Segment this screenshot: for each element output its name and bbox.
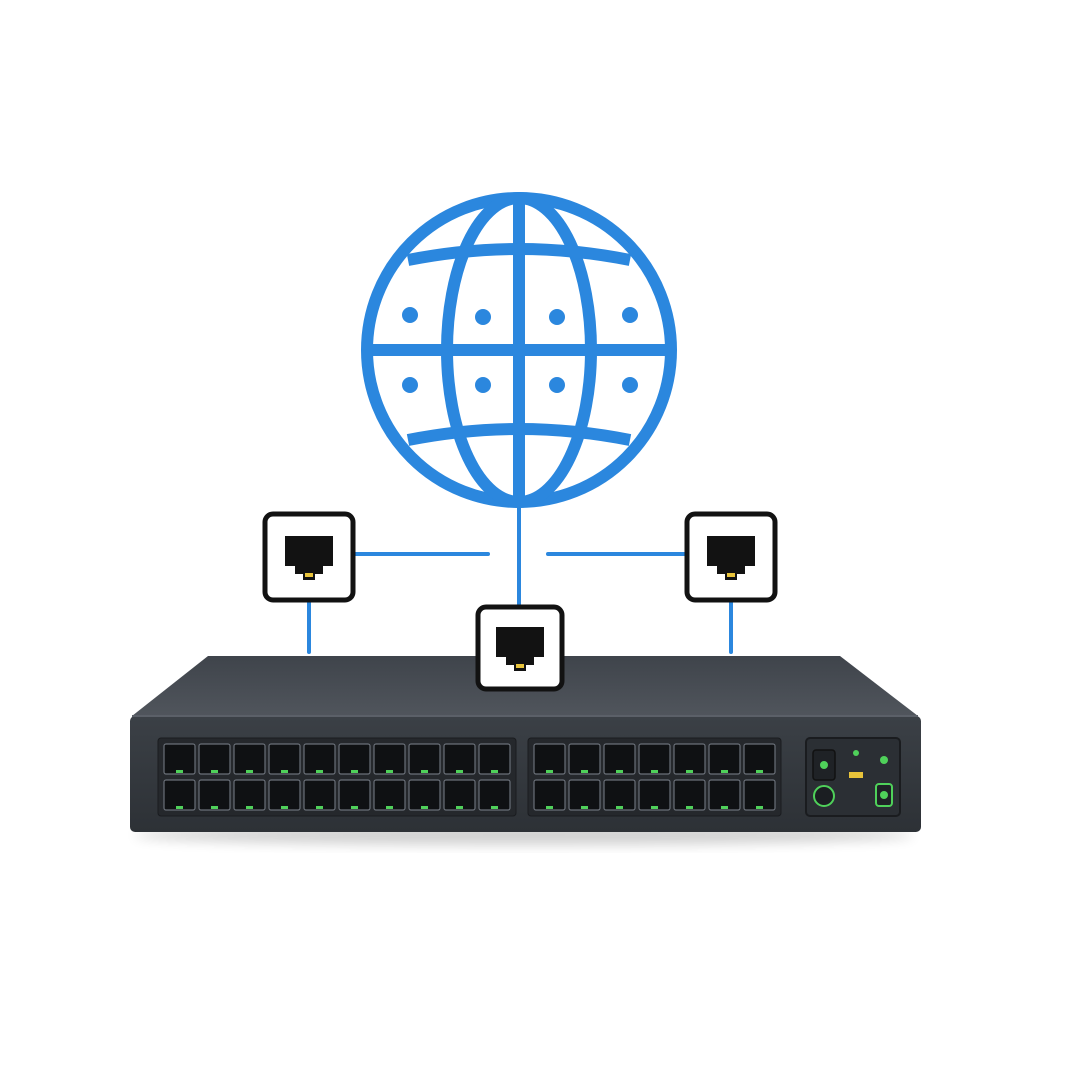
switch-port: [163, 743, 196, 775]
port-link-led: [651, 806, 658, 809]
switch-port: [373, 779, 406, 811]
switch-port: [163, 779, 196, 811]
switch-port: [638, 743, 671, 775]
switch-port: [338, 779, 371, 811]
ethernet-port-icon: [496, 627, 544, 671]
port-link-led: [351, 806, 358, 809]
switch-port: [303, 743, 336, 775]
switch-control-panel: [805, 737, 901, 817]
switch-port: [533, 779, 566, 811]
port-link-led: [316, 806, 323, 809]
switch-port: [743, 743, 776, 775]
switch-port: [268, 779, 301, 811]
ethernet-port-icon: [707, 536, 755, 580]
port-link-led: [686, 806, 693, 809]
switch-port: [568, 779, 601, 811]
port-tile-center: [475, 604, 565, 692]
port-link-led: [721, 806, 728, 809]
power-button: [813, 785, 835, 807]
switch-port: [568, 743, 601, 775]
port-bank-left: [157, 737, 517, 817]
port-link-led: [176, 770, 183, 773]
port-link-led: [581, 770, 588, 773]
port-link-led: [246, 806, 253, 809]
switch-port: [478, 743, 511, 775]
port-link-led: [386, 806, 393, 809]
globe-dots: [402, 307, 638, 393]
port-tile-left: [262, 511, 356, 603]
switch-port: [233, 743, 266, 775]
switch-port: [743, 779, 776, 811]
port-link-led: [421, 770, 428, 773]
port-link-led: [421, 806, 428, 809]
switch-port: [303, 779, 336, 811]
port-tile-right: [684, 511, 778, 603]
port-link-led: [756, 770, 763, 773]
switch-port: [673, 743, 706, 775]
switch-port: [478, 779, 511, 811]
switch-port: [443, 743, 476, 775]
power-led: [820, 761, 828, 769]
port-link-led: [546, 806, 553, 809]
ethernet-port-icon: [285, 536, 333, 580]
switch-port: [638, 779, 671, 811]
switch-port: [198, 779, 231, 811]
switch-port: [338, 743, 371, 775]
port-link-led: [686, 770, 693, 773]
port-link-led: [246, 770, 253, 773]
switch-port: [408, 743, 441, 775]
port-link-led: [281, 806, 288, 809]
switch-port: [603, 743, 636, 775]
port-link-led: [546, 770, 553, 773]
port-link-led: [651, 770, 658, 773]
port-link-led: [351, 770, 358, 773]
port-link-led: [491, 806, 498, 809]
switch-port: [198, 743, 231, 775]
switch-port: [373, 743, 406, 775]
network-switch-icon: [130, 656, 921, 832]
port-link-led: [491, 770, 498, 773]
port-link-led: [581, 806, 588, 809]
switch-port: [443, 779, 476, 811]
port-bank-right: [527, 737, 782, 817]
port-link-led: [176, 806, 183, 809]
port-link-led: [616, 806, 623, 809]
switch-port: [533, 743, 566, 775]
switch-port: [708, 779, 741, 811]
port-link-led: [316, 770, 323, 773]
switch-port: [708, 743, 741, 775]
port-link-led: [211, 770, 218, 773]
port-link-led: [756, 806, 763, 809]
switch-port: [233, 779, 266, 811]
port-link-led: [456, 770, 463, 773]
globe-icon: [361, 192, 677, 508]
switch-port: [603, 779, 636, 811]
port-link-led: [386, 770, 393, 773]
port-link-led: [616, 770, 623, 773]
switch-port: [268, 743, 301, 775]
switch-port: [673, 779, 706, 811]
port-link-led: [211, 806, 218, 809]
port-link-led: [456, 806, 463, 809]
switch-port: [408, 779, 441, 811]
port-link-led: [281, 770, 288, 773]
port-link-led: [721, 770, 728, 773]
